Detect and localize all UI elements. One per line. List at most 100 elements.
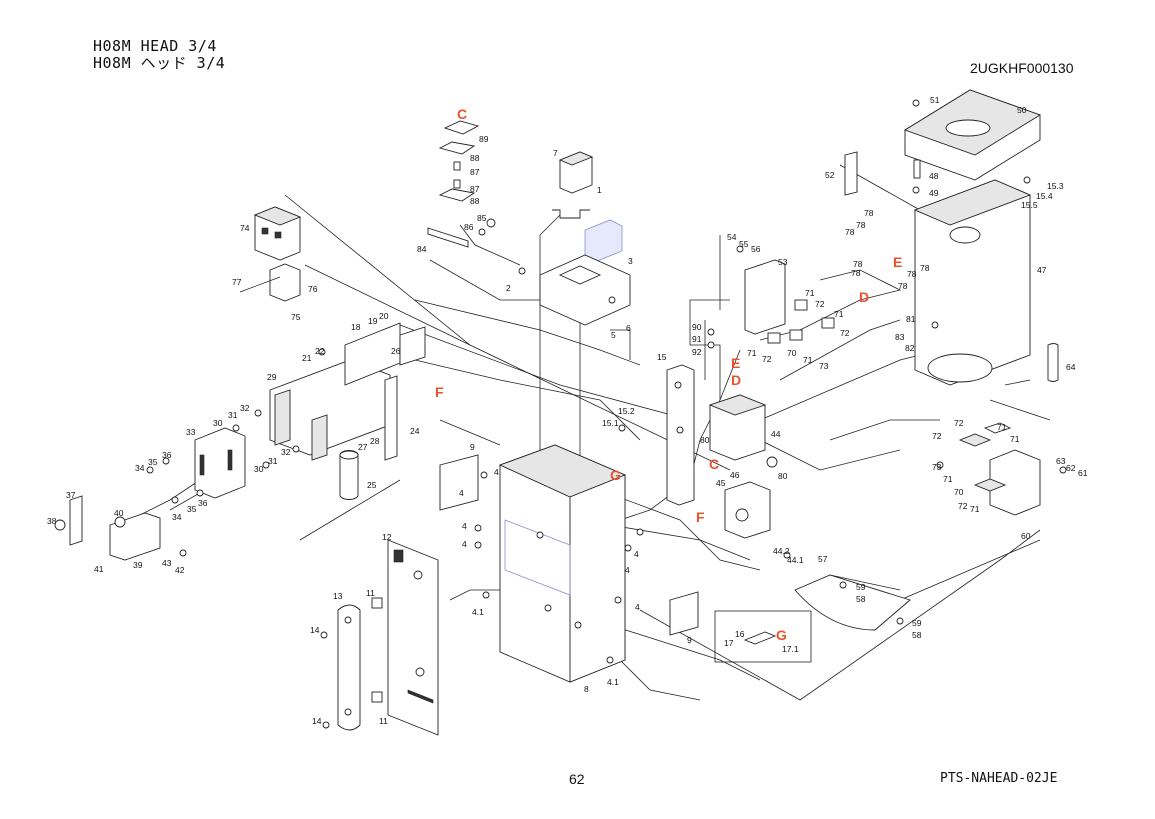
part-label-22: 22 — [315, 346, 325, 356]
part-label-39: 39 — [133, 560, 143, 570]
part-label-55: 55 — [739, 239, 749, 249]
part-label-57: 57 — [818, 554, 828, 564]
part-label-52: 52 — [825, 170, 835, 180]
part-label-4: 4 — [635, 602, 640, 612]
part-label-11: 11 — [366, 588, 375, 598]
part-label-6: 6 — [626, 323, 631, 333]
part-label-71: 71 — [943, 474, 953, 484]
part-label-21: 21 — [302, 353, 312, 363]
part-label-4: 4 — [462, 539, 467, 549]
part-label-43: 43 — [162, 558, 172, 568]
connector-part-7 — [552, 151, 623, 262]
part-label-13: 13 — [333, 591, 343, 601]
part-label-71: 71 — [834, 309, 844, 319]
part-label-73: 73 — [932, 462, 942, 472]
part-label-4: 4 — [634, 549, 639, 559]
part-label-9: 9 — [687, 635, 692, 645]
part-label-41: 41 — [94, 564, 104, 574]
part-label-4: 4 — [494, 467, 499, 477]
part-label-11: 11 — [379, 716, 388, 726]
part-label-80: 80 — [700, 435, 710, 445]
detail-box-g — [714, 610, 812, 663]
part-label-8: 8 — [584, 684, 589, 694]
part-label-32: 32 — [281, 447, 291, 457]
page-title-jp: H08M ヘッド 3/4 — [93, 54, 226, 72]
part-label-87: 87 — [470, 167, 480, 177]
part-label-82: 82 — [905, 343, 915, 353]
part-label-2: 2 — [506, 283, 511, 293]
part-label-78: 78 — [907, 269, 917, 279]
part-label-75: 75 — [291, 312, 301, 322]
ref-d-mid: D — [731, 372, 741, 388]
pcb-board-29 — [269, 322, 426, 500]
part-label-30: 30 — [213, 418, 223, 428]
part-label-15-4: 15.4 — [1036, 191, 1053, 201]
part-label-56: 56 — [751, 244, 761, 254]
part-label-7: 7 — [553, 148, 558, 158]
ref-e-mid: E — [731, 355, 740, 371]
main-chassis-8 — [439, 444, 699, 683]
part-label-15-3: 15.3 — [1047, 181, 1064, 191]
ref-d-right: D — [859, 289, 869, 305]
part-label-38: 38 — [47, 516, 57, 526]
part-label-78: 78 — [851, 268, 861, 278]
part-label-17-1: 17.1 — [782, 644, 799, 654]
part-label-84: 84 — [417, 244, 427, 254]
part-label-4-1: 4.1 — [472, 607, 484, 617]
part-label-15-1: 15.1 — [602, 418, 619, 428]
part-label-60: 60 — [1021, 531, 1031, 541]
part-label-26: 26 — [391, 346, 401, 356]
part-label-70: 70 — [954, 487, 964, 497]
part-label-78: 78 — [864, 208, 874, 218]
part-label-89: 89 — [479, 134, 489, 144]
part-label-50: 50 — [1017, 105, 1027, 115]
part-label-73: 73 — [819, 361, 829, 371]
part-label-71: 71 — [970, 504, 980, 514]
page-number: 62 — [569, 771, 585, 787]
ref-f-mid: F — [696, 509, 705, 525]
part-label-24: 24 — [410, 426, 420, 436]
part-label-51: 51 — [930, 95, 940, 105]
part-label-78: 78 — [856, 220, 866, 230]
part-label-71: 71 — [803, 355, 813, 365]
part-label-18: 18 — [351, 322, 361, 332]
bracket-part-3 — [518, 254, 631, 326]
part-label-58: 58 — [856, 594, 866, 604]
part-label-45: 45 — [716, 478, 726, 488]
document-code: PTS-NAHEAD-02JE — [940, 771, 1058, 786]
document-id: 2UGKHF000130 — [970, 60, 1074, 76]
part-label-5: 5 — [611, 330, 616, 340]
part-label-59: 59 — [912, 618, 922, 628]
part-label-61: 61 — [1078, 468, 1088, 478]
part-label-87: 87 — [470, 184, 480, 194]
part-label-85: 85 — [477, 213, 487, 223]
part-label-42: 42 — [175, 565, 185, 575]
part-label-9: 9 — [470, 442, 475, 452]
part-label-14: 14 — [310, 625, 320, 635]
part-label-47: 47 — [1037, 265, 1047, 275]
part-label-70: 70 — [787, 348, 797, 358]
part-label-17: 17 — [724, 638, 734, 648]
part-label-72: 72 — [815, 299, 825, 309]
part-label-74: 74 — [240, 223, 250, 233]
part-label-35: 35 — [187, 504, 197, 514]
part-label-35: 35 — [148, 457, 158, 467]
part-label-1: 1 — [597, 185, 602, 195]
part-label-46: 46 — [730, 470, 740, 480]
part-label-90: 90 — [692, 322, 702, 332]
ref-c-mid: C — [709, 456, 719, 472]
valve-assembly-74 — [239, 206, 302, 302]
part-label-78: 78 — [845, 227, 855, 237]
part-label-37: 37 — [66, 490, 76, 500]
bracket-part-60 — [958, 422, 1041, 516]
part-label-36: 36 — [198, 498, 208, 508]
part-label-30: 30 — [254, 464, 264, 474]
bracket-assembly-44 — [708, 394, 778, 539]
part-label-20: 20 — [379, 311, 389, 321]
part-label-71: 71 — [997, 422, 1007, 432]
plate-part-57 — [794, 574, 911, 631]
part-label-19: 19 — [368, 316, 378, 326]
part-label-12: 12 — [382, 532, 392, 542]
ref-f-left: F — [435, 384, 444, 400]
